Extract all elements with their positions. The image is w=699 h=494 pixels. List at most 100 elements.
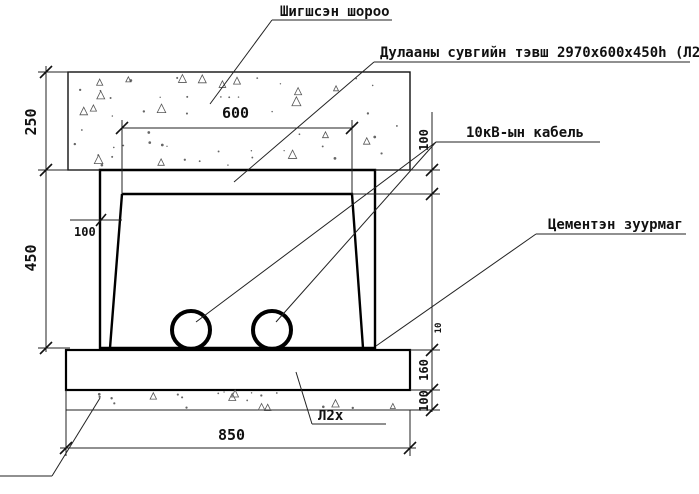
soil-speckle	[232, 76, 242, 85]
soil-speckle	[250, 150, 253, 152]
soil-speckle	[147, 131, 151, 134]
soil-speckle	[160, 143, 164, 147]
tick-r4	[425, 383, 439, 397]
soil-speckle	[332, 84, 340, 92]
soil-speckle	[256, 77, 259, 80]
channel-inner-cavity	[108, 192, 365, 349]
soil-speckle	[333, 156, 337, 160]
label-cover-slab: Дулааны сувгийн тэвш 2970х600х450h (Л2)	[380, 45, 699, 61]
soil-speckle	[185, 112, 189, 115]
cable-left	[170, 309, 212, 351]
soil-speckle	[111, 155, 114, 158]
soil-speckle	[80, 129, 83, 131]
dim-total-width: 850	[218, 426, 245, 444]
soil-speckle	[246, 399, 249, 402]
tick-r5	[425, 403, 439, 417]
leader-top-soil	[209, 19, 273, 105]
soil-speckle	[113, 402, 116, 405]
soil-speckle	[395, 125, 398, 127]
soil-speckle	[185, 406, 188, 409]
soil-speckles-bottom	[97, 389, 396, 412]
soil-speckle	[366, 112, 370, 115]
tick-tw-right	[403, 441, 417, 455]
label-top-soil: Шигшсэн шороо	[280, 4, 390, 20]
soil-speckle	[100, 163, 104, 167]
soil-speckle	[183, 158, 186, 161]
soil-speckle	[112, 146, 115, 149]
base-slab	[64, 348, 412, 392]
dim-top-height: 250	[22, 108, 40, 135]
soil-speckle	[149, 391, 158, 400]
leader-cover-slab	[233, 61, 375, 183]
soil-speckle	[79, 106, 89, 116]
soil-speckle	[228, 96, 231, 99]
leader-cable-left	[195, 141, 437, 323]
soil-speckle	[380, 152, 383, 155]
soil-speckle	[331, 398, 340, 408]
label-mortar: Цементэн зуурмаг	[548, 217, 683, 233]
dim-base-thickness: 160	[417, 359, 431, 381]
soil-speckle	[219, 96, 222, 98]
soil-speckle	[321, 130, 330, 139]
soil-speckle	[373, 135, 377, 139]
dim-cable-gap: 100	[417, 129, 431, 151]
soil-speckle	[293, 86, 303, 96]
soil-speckle	[93, 154, 104, 165]
tick-r1	[425, 163, 439, 177]
soil-speckle	[95, 78, 104, 86]
dim-inner-width: 600	[222, 104, 249, 122]
soil-speckle	[351, 406, 354, 410]
soil-speckle	[181, 396, 184, 399]
label-base-slab: Л2х	[318, 408, 344, 424]
soil-speckle	[257, 402, 266, 411]
soil-speckle	[198, 160, 201, 163]
soil-speckle	[176, 76, 179, 79]
soil-speckle	[389, 402, 396, 409]
tick-mid	[39, 163, 53, 177]
soil-speckle	[159, 96, 161, 99]
soil-speckle	[109, 96, 112, 99]
dim-mortar-gap: 10	[434, 323, 444, 334]
dim-wall-offset: 100	[74, 225, 96, 239]
soil-speckle	[122, 144, 125, 147]
tick-tw-left	[59, 441, 73, 455]
label-cable: 10кВ-ын кабель	[466, 125, 584, 141]
soil-speckle	[96, 90, 106, 100]
soil-speckle	[251, 156, 254, 159]
leader-mortar	[375, 233, 537, 347]
soil-speckle	[156, 103, 167, 114]
top-soil-layer	[67, 71, 411, 171]
soil-speckle	[217, 150, 220, 153]
soil-speckle	[298, 133, 301, 136]
channel-outer-wall	[98, 168, 377, 350]
soil-speckle	[271, 110, 273, 113]
soil-speckle	[73, 142, 77, 146]
cable-right	[251, 309, 293, 351]
soil-speckle	[223, 391, 225, 393]
soil-speckle	[186, 95, 189, 98]
soil-speckle	[78, 88, 82, 92]
soil-speckle	[260, 394, 263, 397]
soil-speckle	[89, 104, 98, 112]
tick-wall-offset	[95, 213, 107, 227]
soil-speckle	[279, 83, 282, 85]
soil-speckle	[275, 392, 278, 394]
soil-speckle	[237, 96, 240, 98]
soil-speckle	[227, 164, 229, 166]
soil-speckle	[362, 136, 371, 145]
soil-speckle	[148, 141, 152, 144]
soil-speckle	[230, 389, 240, 398]
tick-top	[39, 65, 53, 79]
soil-speckle	[157, 157, 165, 166]
soil-speckle	[371, 84, 374, 87]
soil-speckle	[142, 110, 146, 113]
soil-speckle	[283, 149, 285, 152]
leader-base-slab	[295, 371, 313, 425]
dim-bottom-layer: 100	[417, 390, 431, 412]
dim-channel-height: 450	[22, 244, 40, 271]
soil-speckle	[97, 392, 101, 396]
leader-bottom-bedding	[51, 397, 101, 477]
soil-speckle	[263, 403, 272, 412]
